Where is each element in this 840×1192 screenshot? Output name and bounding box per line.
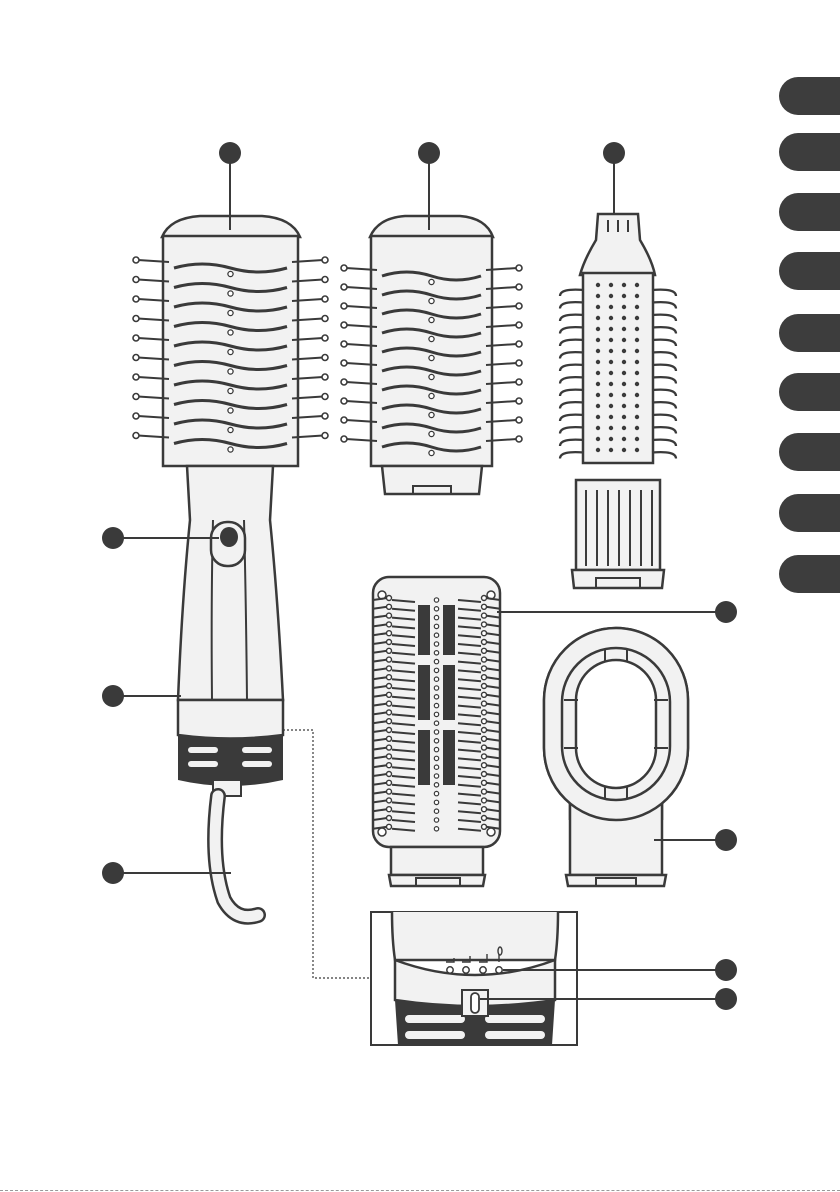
heat-medium-icon — [463, 967, 469, 973]
heat-low-icon — [447, 967, 453, 973]
callout-marker — [715, 959, 737, 981]
callout-marker — [603, 142, 625, 164]
index-tab[interactable] — [779, 555, 840, 593]
index-tab[interactable] — [779, 494, 840, 532]
crop-mark-line — [0, 1190, 840, 1191]
large-round-brush-head — [133, 216, 328, 466]
index-tab[interactable] — [779, 193, 840, 231]
callout-marker — [219, 142, 241, 164]
index-tab[interactable] — [779, 373, 840, 411]
paddle-brush-attachment — [373, 577, 500, 886]
cool-drop-icon — [496, 967, 502, 973]
index-tab[interactable] — [779, 252, 840, 290]
index-tab[interactable] — [779, 314, 840, 352]
callout-marker — [715, 988, 737, 1010]
small-round-brush-attachment — [560, 214, 676, 588]
detail-leader-line — [283, 730, 371, 978]
dryer-handle — [178, 466, 283, 796]
callout-marker — [418, 142, 440, 164]
callout-marker — [102, 527, 124, 549]
callout-marker — [102, 685, 124, 707]
callout-marker — [715, 829, 737, 851]
control-panel-detail-inset — [371, 912, 577, 1045]
callout-marker — [715, 601, 737, 623]
oval-concentrator-attachment — [544, 628, 688, 886]
power-cord — [215, 796, 258, 917]
heat-high-icon — [480, 967, 486, 973]
index-tab[interactable] — [779, 133, 840, 171]
index-tab[interactable] — [779, 77, 840, 115]
index-tab[interactable] — [779, 433, 840, 471]
round-brush-attachment — [341, 216, 522, 494]
callout-marker — [102, 862, 124, 884]
